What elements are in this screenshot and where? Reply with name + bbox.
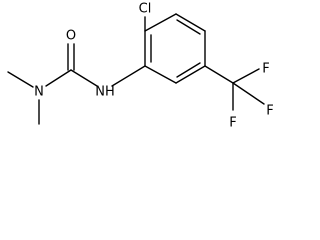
ring-bond-6 [144,65,177,84]
ring-bond-2 [144,13,177,32]
atom-label-f-right: F [262,62,269,77]
atom-label-o: O [66,29,76,44]
atom-label-cl: Cl [139,2,152,17]
ring-bond-5 [175,65,206,84]
chemical-structure: Cl O N NH F F F [7,2,274,131]
ring-bond-3 [175,13,206,32]
bond-c-f-diag [232,82,265,105]
bond-c-nh [70,69,98,87]
ring-inner-2 [176,19,201,35]
bond-nh-ring [111,65,146,87]
atom-label-f-down: F [229,116,236,131]
bond-ring-cf3 [204,65,234,84]
ring-inner-3 [176,62,201,78]
atom-label-nh: NH [95,85,115,100]
bond-c-n-dimethyl [45,69,72,87]
bond-n-methyl-left [7,71,34,88]
atom-label-f-diag: F [266,104,273,119]
atom-label-n: N [34,85,44,100]
bond-c-f-right [232,68,260,84]
